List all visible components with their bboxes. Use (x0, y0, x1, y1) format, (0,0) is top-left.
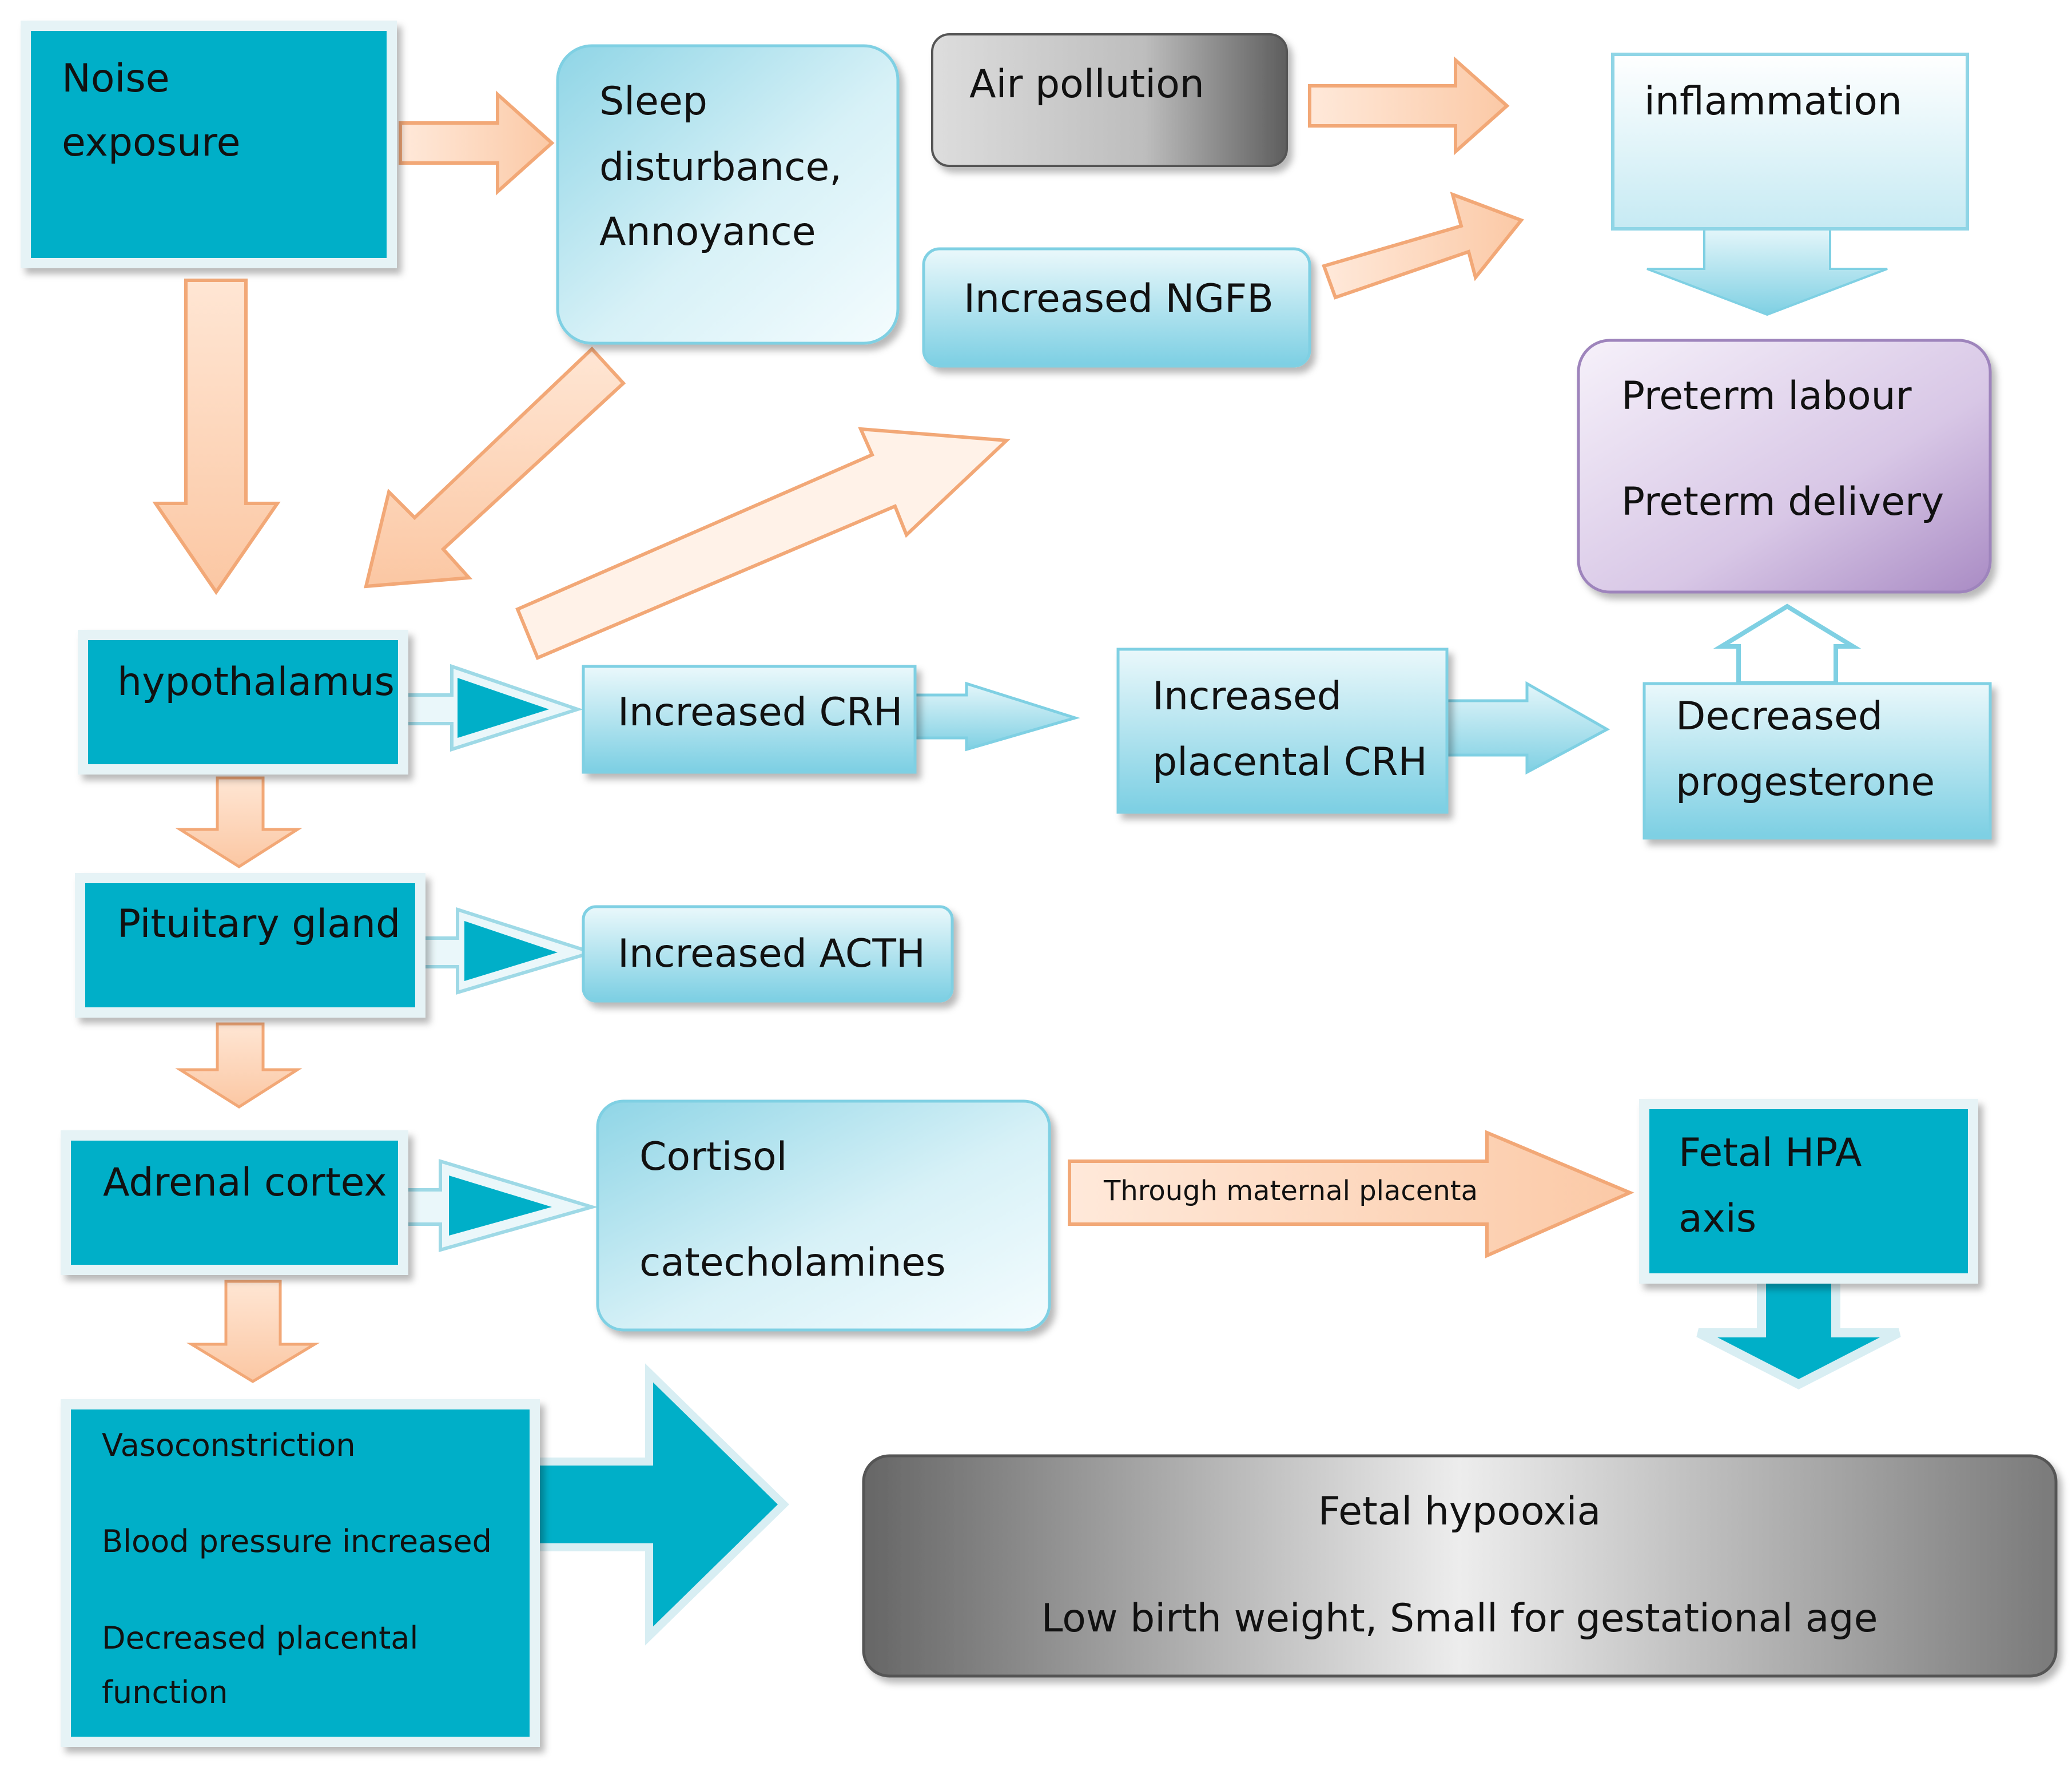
node-increased-ngfb: Increased NGFB (922, 247, 1311, 368)
arrow-sleep-to-hypothalamus (364, 346, 626, 589)
noise-line-2: exposure (62, 120, 240, 165)
arrow-adrenal-to-vaso (186, 1280, 320, 1383)
arrow-hypothalamus-to-inflammation (515, 427, 1011, 660)
node-noise-exposure: Noise exposure (21, 21, 397, 268)
noise-line-1: Noise (62, 56, 170, 101)
node-pituitary-gland: Pituitary gland (75, 873, 425, 1018)
node-air-pollution: Air pollution (931, 33, 1288, 167)
node-cortisol: Cortisol catecholamines (596, 1099, 1051, 1332)
cortisol-line-2: catecholamines (639, 1240, 946, 1285)
arrow-hypothalamus-to-pituitary (175, 776, 303, 868)
arrow-air-to-inflammation (1308, 56, 1510, 156)
node-adrenal-cortex: Adrenal cortex (61, 1130, 408, 1275)
placental-crh-line-1: Increased (1152, 674, 1342, 719)
arrow-noise-to-hypothalamus (152, 279, 281, 595)
node-preterm: Preterm labour Preterm delivery (1577, 339, 1992, 594)
arrow-placental-to-progesterone (1445, 681, 1610, 775)
vaso-line-2: Blood pressure increased (102, 1523, 492, 1559)
arrow-noise-to-sleep (399, 90, 555, 196)
node-hypothalamus: hypothalamus (78, 630, 408, 775)
arrow-hypothalamus-to-crh-head (458, 678, 549, 738)
outcome-line-1: Fetal hypooxia (1318, 1489, 1601, 1534)
cortisol-line-1: Cortisol (639, 1134, 788, 1180)
node-increased-acth: Increased ACTH (582, 905, 954, 1003)
fetal-hpa-line-2: axis (1679, 1196, 1756, 1241)
arrow-fetal-hpa-to-outcome (1696, 1274, 1901, 1389)
placenta-edge-label: Through maternal placenta (1103, 1175, 1478, 1207)
arrow-ngfb-to-inflammation (1322, 192, 1524, 300)
ngfb-label: Increased NGFB (964, 276, 1274, 321)
node-sleep-disturbance: Sleep disturbance, Annoyance (556, 44, 900, 345)
arrow-cortisol-to-fetal-hpa (1068, 1130, 1634, 1258)
vaso-line-1: Vasoconstriction (102, 1427, 356, 1463)
pituitary-label: Pituitary gland (117, 902, 400, 947)
progesterone-line-1: Decreased (1676, 694, 1883, 739)
node-fetal-outcome: Fetal hypooxia Low birth weight, Small f… (862, 1454, 2058, 1678)
arrow-progesterone-to-preterm-hollow (1713, 603, 1862, 686)
crh-label: Increased CRH (618, 690, 902, 735)
hypothalamus-label: hypothalamus (117, 660, 395, 705)
node-inflammation: inflammation (1611, 53, 1969, 231)
placental-crh-line-2: placental CRH (1152, 740, 1427, 785)
node-vasoconstriction: Vasoconstriction Blood pressure increase… (61, 1399, 540, 1747)
outcome-line-2: Low birth weight, Small for gestational … (1041, 1596, 1878, 1641)
node-decreased-progesterone: Decreased progesterone (1643, 682, 1992, 840)
arrow-pituitary-to-acth-head (464, 921, 558, 981)
node-increased-crh: Increased CRH (582, 665, 917, 774)
adrenal-label: Adrenal cortex (103, 1160, 387, 1205)
arrow-inflammation-to-preterm (1647, 228, 1888, 316)
vaso-line-4: function (102, 1674, 228, 1710)
fetal-hpa-line-1: Fetal HPA (1679, 1130, 1862, 1176)
node-fetal-hpa-axis: Fetal HPA axis (1639, 1099, 1978, 1284)
progesterone-line-2: progesterone (1676, 760, 1935, 805)
arrow-adrenal-to-cortisol-head (449, 1176, 552, 1236)
sleep-line-2: disturbance, (599, 145, 842, 190)
preterm-line-1: Preterm labour (1621, 374, 1912, 419)
arrow-pituitary-to-adrenal (175, 1022, 303, 1109)
node-placental-crh: Increased placental CRH (1116, 648, 1449, 814)
air-pollution-label: Air pollution (969, 62, 1204, 107)
acth-label: Increased ACTH (618, 931, 925, 976)
sleep-line-1: Sleep (599, 79, 707, 124)
preterm-line-2: Preterm delivery (1621, 479, 1944, 525)
arrow-crh-to-placental (913, 681, 1080, 752)
vaso-line-3: Decreased placental (102, 1620, 418, 1656)
arrow-vaso-to-outcome (531, 1363, 790, 1646)
sleep-line-3: Annoyance (599, 209, 816, 255)
inflammation-label: inflammation (1644, 79, 1902, 124)
